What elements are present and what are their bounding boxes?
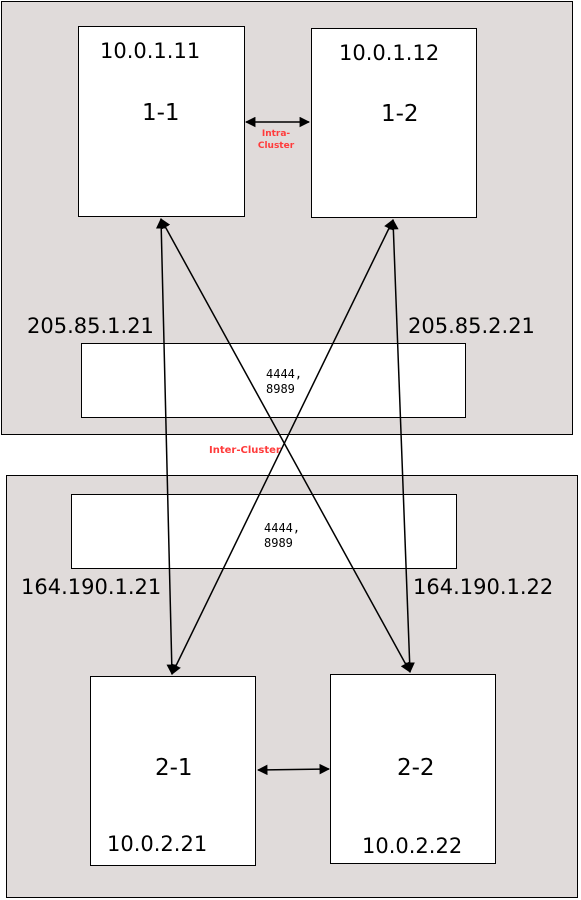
node-1-2-id: 1-2 xyxy=(381,101,419,127)
node-1-1-id: 1-1 xyxy=(142,100,180,126)
inter-cluster-label: Inter-Cluster xyxy=(209,445,281,456)
node-2-1-ip: 10.0.2.21 xyxy=(107,832,208,856)
inter-arrow-1-1-to-2-2 xyxy=(160,218,411,673)
public-ip-205-85-2-21: 205.85.2.21 xyxy=(408,314,535,338)
node-2-1 xyxy=(90,676,256,866)
intra-cluster-label: Intra- Cluster xyxy=(256,128,296,152)
node-1-2-ip: 10.0.1.12 xyxy=(339,41,440,65)
node-2-2 xyxy=(330,674,496,864)
intra-cluster-label-line2: Cluster xyxy=(257,141,295,151)
node-2-2-ip: 10.0.2.22 xyxy=(362,834,463,858)
public-ip-164-190-1-22: 164.190.1.22 xyxy=(413,575,554,599)
intra-arrow-2 xyxy=(256,763,331,776)
node-2-1-id: 2-1 xyxy=(155,755,193,781)
node-1-2 xyxy=(311,28,477,218)
inter-arrow-1-1-to-2-1 xyxy=(155,217,178,676)
node-1-1 xyxy=(78,26,245,217)
inter-arrow-1-2-to-2-1 xyxy=(171,219,394,675)
intra-cluster-label-line1: Intra- xyxy=(261,129,291,139)
node-2-2-id: 2-2 xyxy=(397,755,435,781)
inter-arrow-1-2-to-2-2 xyxy=(388,218,415,674)
node-1-1-ip: 10.0.1.11 xyxy=(100,39,201,63)
public-ip-164-190-1-21: 164.190.1.21 xyxy=(21,575,162,599)
firewall-2-ports: 4444, 8989 xyxy=(264,521,301,550)
public-ip-205-85-1-21: 205.85.1.21 xyxy=(27,314,154,338)
firewall-1-ports: 4444, 8989 xyxy=(266,367,303,396)
